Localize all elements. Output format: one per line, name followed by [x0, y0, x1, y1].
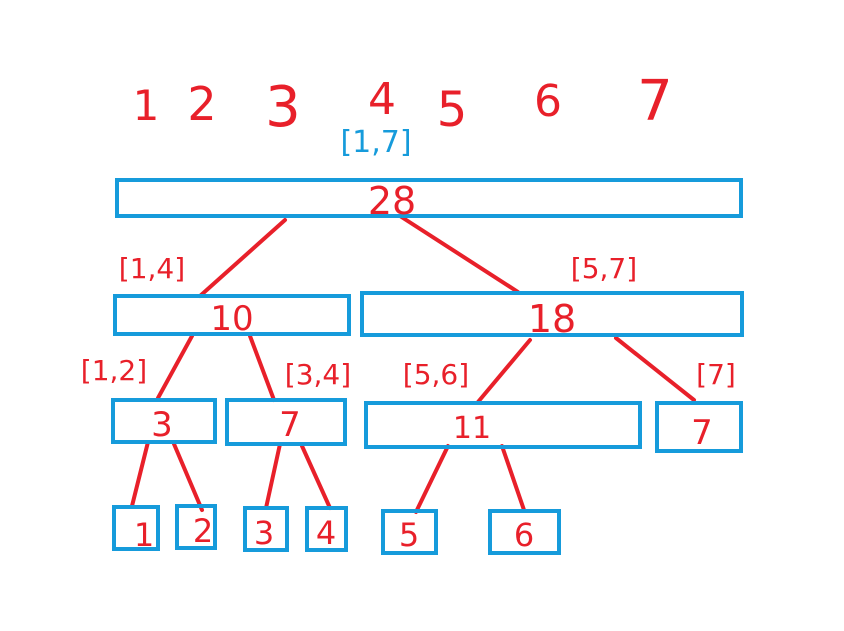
node-sums: 28 10 18 3 7 11 7 1 2 3 4 5 6	[134, 179, 713, 554]
edge-57-7	[614, 336, 696, 402]
range-label: [5,7]	[571, 252, 637, 285]
top-number: 3	[265, 75, 301, 140]
node-sum: 28	[368, 179, 416, 223]
leaf-sum: 5	[399, 516, 419, 554]
leaf-box-6	[488, 509, 561, 555]
edge-12-1	[130, 440, 150, 508]
tree-node-boxes	[111, 178, 744, 555]
edge-12-2	[172, 442, 204, 512]
edge-34-3	[264, 442, 282, 510]
edge-57-56	[476, 338, 532, 404]
top-number: 4	[368, 74, 396, 125]
node-box-1-7	[115, 178, 743, 218]
edge-root-left	[198, 218, 287, 298]
edge-14-12	[156, 334, 194, 400]
range-label: [5,6]	[403, 358, 469, 391]
node-sum: 18	[528, 297, 576, 341]
node-box-3-4	[225, 398, 347, 446]
node-box-5-7	[360, 291, 744, 337]
leaf-box-3	[243, 506, 289, 552]
leaf-box-2	[175, 504, 217, 550]
leaf-box-4	[305, 506, 348, 552]
leaf-sum: 3	[254, 514, 274, 552]
node-box-1-4	[113, 294, 351, 336]
node-sum: 11	[453, 411, 491, 446]
tree-edges	[130, 214, 696, 514]
node-sum: 7	[279, 405, 301, 445]
node-sum: 7	[691, 413, 713, 453]
top-number: 1	[133, 81, 160, 130]
node-box-7	[655, 401, 743, 453]
range-label: [3,4]	[285, 358, 351, 391]
range-labels: [1,7] [1,4] [5,7] [1,2] [3,4] [5,6] [7]	[81, 125, 736, 391]
top-number: 7	[637, 69, 673, 134]
range-label-root: [1,7]	[340, 125, 411, 160]
edge-34-4	[300, 444, 332, 510]
top-number: 2	[187, 77, 216, 131]
node-sum: 3	[151, 405, 173, 445]
range-label: [1,4]	[119, 252, 185, 285]
top-number: 6	[534, 76, 562, 127]
node-sum: 10	[210, 299, 253, 339]
edge-root-right	[398, 214, 520, 294]
range-label: [1,2]	[81, 354, 147, 387]
node-box-1-2	[111, 398, 217, 444]
leaf-sum: 6	[514, 516, 534, 554]
node-box-5-6	[364, 401, 642, 449]
leaf-sum: 2	[193, 512, 213, 550]
leaf-sum: 1	[134, 516, 154, 554]
leaf-box-1	[112, 505, 160, 551]
range-label: [7]	[696, 358, 736, 391]
top-number: 5	[437, 82, 468, 138]
leaf-sum: 4	[316, 514, 336, 552]
top-number-row: 1 2 3 4 5 6 7	[133, 69, 673, 140]
edge-14-34	[248, 334, 276, 402]
edge-56-5	[414, 444, 450, 514]
leaf-box-5	[381, 509, 438, 555]
edge-56-6	[500, 444, 526, 512]
